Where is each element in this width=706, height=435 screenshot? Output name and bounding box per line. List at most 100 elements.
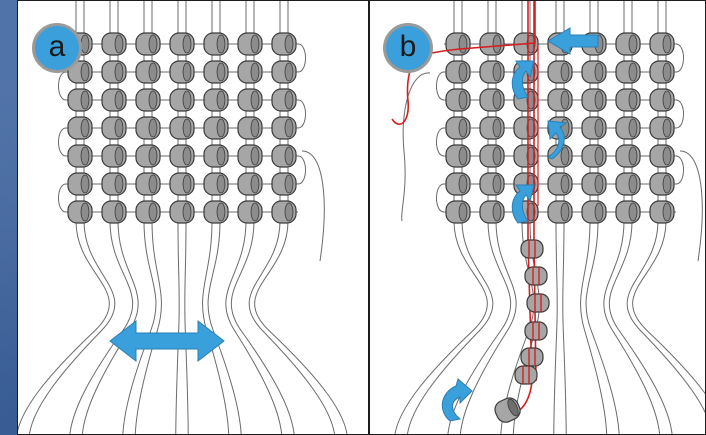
warp-thread — [225, 1, 283, 434]
bead — [237, 32, 263, 56]
bead — [101, 32, 127, 56]
bead-hole — [492, 174, 502, 194]
bead-hole — [216, 174, 226, 194]
bead — [237, 60, 263, 84]
bead — [169, 200, 195, 224]
weft-turn — [297, 99, 306, 129]
weft-turn — [436, 183, 445, 213]
bead-hole — [662, 146, 672, 166]
warp-thread — [608, 1, 673, 434]
weft-turn — [58, 183, 67, 213]
bead-hole — [148, 202, 158, 222]
bead — [547, 60, 573, 84]
bead — [479, 32, 505, 56]
bead — [237, 88, 263, 112]
bead-hole — [114, 34, 124, 54]
tail-thread — [679, 150, 703, 262]
bead — [237, 200, 263, 224]
bead-hole — [662, 174, 672, 194]
bead — [135, 200, 161, 224]
bead — [101, 88, 127, 112]
bead — [581, 144, 607, 168]
bead — [581, 88, 607, 112]
bead — [101, 200, 127, 224]
bead — [237, 172, 263, 196]
bead-hole — [80, 146, 90, 166]
bead-hole — [628, 174, 638, 194]
weft-turn — [436, 127, 445, 157]
bead — [445, 116, 471, 140]
warp-thread — [134, 1, 162, 434]
warp-thread — [122, 1, 157, 434]
warp-thread — [459, 1, 517, 434]
bead — [615, 144, 641, 168]
bead — [203, 60, 229, 84]
bead-body — [524, 321, 548, 341]
panel-a: a — [17, 0, 369, 435]
bead — [581, 60, 607, 84]
bead — [169, 88, 195, 112]
warp-thread — [184, 1, 189, 434]
warp-thread — [230, 1, 295, 434]
bead — [581, 116, 607, 140]
warp-thread — [632, 1, 705, 395]
bead — [547, 144, 573, 168]
bead-hole — [216, 62, 226, 82]
bead-hole — [284, 174, 294, 194]
strand-bead — [520, 239, 544, 259]
bead-hole — [594, 62, 604, 82]
bead-hole — [284, 146, 294, 166]
bead-grid — [67, 32, 297, 224]
warp-thread — [394, 1, 488, 434]
bead — [67, 88, 93, 112]
bead-hole — [114, 118, 124, 138]
bead-hole — [492, 62, 502, 82]
bead-hole — [492, 118, 502, 138]
bead-hole — [250, 202, 260, 222]
bead — [581, 172, 607, 196]
bead-hole — [80, 34, 90, 54]
bead-hole — [492, 90, 502, 110]
bead-hole — [182, 118, 192, 138]
bead — [649, 144, 675, 168]
weft-turn — [297, 43, 306, 73]
warp-thread — [562, 1, 567, 434]
bead-hole — [662, 62, 672, 82]
panel-b-badge: b — [383, 23, 433, 73]
bead — [445, 88, 471, 112]
bead-hole — [80, 62, 90, 82]
bead-hole — [560, 174, 570, 194]
bead-hole — [284, 34, 294, 54]
bead — [203, 88, 229, 112]
bead — [547, 172, 573, 196]
bead-hole — [662, 90, 672, 110]
weft-turn — [675, 155, 684, 185]
bead — [615, 172, 641, 196]
bead-hole — [250, 34, 260, 54]
bead-hole — [148, 118, 158, 138]
bead — [615, 116, 641, 140]
bead — [649, 32, 675, 56]
bead — [101, 144, 127, 168]
bead — [271, 32, 297, 56]
bead-hole — [628, 202, 638, 222]
bead-hole — [216, 146, 226, 166]
bead-hole — [458, 174, 468, 194]
bead — [615, 200, 641, 224]
bead-hole — [492, 34, 502, 54]
bead-hole — [560, 146, 570, 166]
bead — [271, 60, 297, 84]
bead — [67, 60, 93, 84]
bead-hole — [114, 174, 124, 194]
bead-hole — [662, 34, 672, 54]
curved-arrow-icon — [546, 120, 568, 160]
bead — [203, 200, 229, 224]
bead-hole — [216, 202, 226, 222]
bead — [203, 172, 229, 196]
warp-thread — [585, 1, 620, 434]
weft-turn — [58, 71, 67, 101]
panel-b-illustration — [391, 1, 705, 434]
bead — [445, 200, 471, 224]
bead-hole — [628, 146, 638, 166]
bead-hole — [148, 62, 158, 82]
